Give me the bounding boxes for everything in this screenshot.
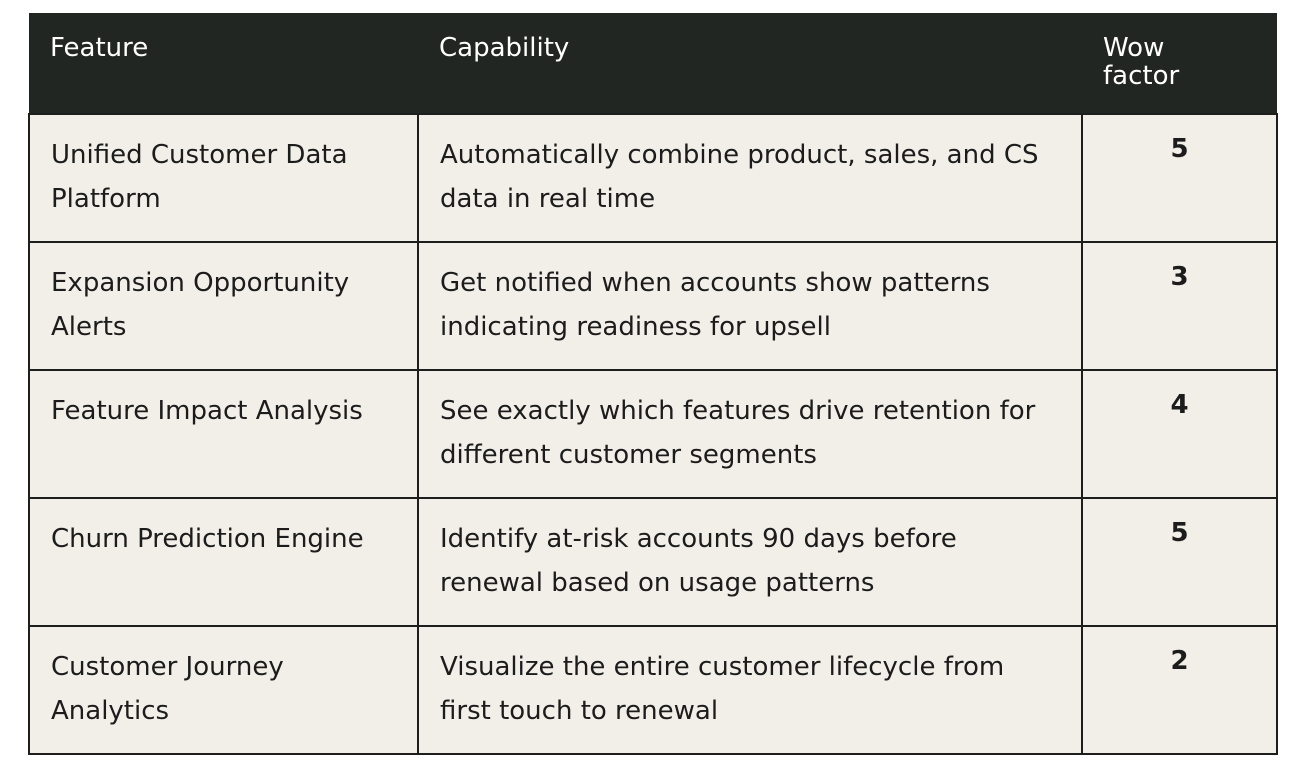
wow-score-cell: 2 xyxy=(1081,625,1278,755)
capability-cell: Get notified when accounts show patterns… xyxy=(417,241,1083,371)
table-header: Feature Capability Wow factor xyxy=(29,13,1277,114)
feature-cell: Customer Journey Analytics xyxy=(28,625,419,755)
feature-table: Feature Capability Wow factor Unified Cu… xyxy=(28,13,1278,755)
capability-cell: Visualize the entire customer lifecycle … xyxy=(417,625,1083,755)
capability-cell: Automatically combine product, sales, an… xyxy=(417,113,1083,243)
feature-cell: Churn Prediction Engine xyxy=(28,497,419,627)
feature-table-container: Feature Capability Wow factor Unified Cu… xyxy=(28,13,1278,755)
table-row: Expansion Opportunity Alerts Get notifie… xyxy=(28,241,1278,371)
feature-cell: Feature Impact Analysis xyxy=(28,369,419,499)
table-row: Unified Customer Data Platform Automatic… xyxy=(28,113,1278,243)
feature-cell: Unified Customer Data Platform xyxy=(28,113,419,243)
header-wow-factor: Wow factor xyxy=(1082,13,1277,114)
header-row: Feature Capability Wow factor xyxy=(29,13,1277,114)
wow-score-cell: 4 xyxy=(1081,369,1278,499)
header-capability: Capability xyxy=(418,13,1082,114)
table-row: Customer Journey Analytics Visualize the… xyxy=(28,625,1278,755)
table-row: Feature Impact Analysis See exactly whic… xyxy=(28,369,1278,499)
table-row: Churn Prediction Engine Identify at-risk… xyxy=(28,497,1278,627)
wow-score-cell: 3 xyxy=(1081,241,1278,371)
wow-score-cell: 5 xyxy=(1081,497,1278,627)
capability-cell: See exactly which features drive retenti… xyxy=(417,369,1083,499)
table-body: Unified Customer Data Platform Automatic… xyxy=(28,113,1278,755)
wow-score-cell: 5 xyxy=(1081,113,1278,243)
capability-cell: Identify at-risk accounts 90 days before… xyxy=(417,497,1083,627)
header-feature: Feature xyxy=(29,13,418,114)
feature-cell: Expansion Opportunity Alerts xyxy=(28,241,419,371)
